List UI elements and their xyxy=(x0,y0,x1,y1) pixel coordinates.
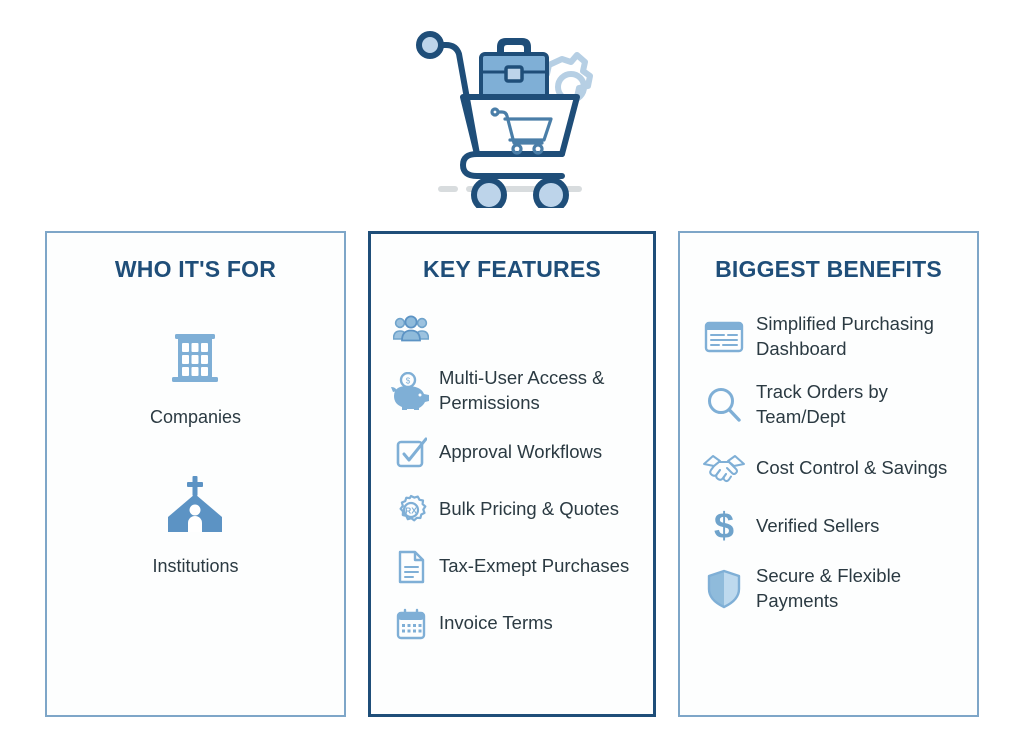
cart-rail xyxy=(459,151,565,179)
handshake-icon xyxy=(698,452,750,484)
column-title-biggest-benefits: BIGGEST BENEFITS xyxy=(715,256,942,282)
rx-gear-icon: RX xyxy=(388,494,434,526)
list-item-label: Track Orders by Team/Dept xyxy=(756,381,888,427)
list-item: Tax-Exmept Purchases xyxy=(388,538,643,595)
church-institution-icon xyxy=(164,474,226,536)
dollar-sign-icon: $ xyxy=(698,507,750,545)
checkbox-check-icon xyxy=(388,437,434,469)
calendar-icon xyxy=(388,608,434,640)
column-key-features: KEY FEATURES xyxy=(368,231,656,717)
list-item: Cost Control & Savings xyxy=(698,439,967,497)
list-item-label: Cost Control & Savings xyxy=(756,456,948,478)
list-item-label: Secure & Flexible Payments xyxy=(756,565,901,611)
list-item-label: Bulk Pricing & Quotes xyxy=(439,498,619,520)
column-biggest-benefits: BIGGEST BENEFITS xyxy=(678,231,979,717)
column-title-key-features: KEY FEATURES xyxy=(423,256,601,282)
infographic-columns: WHO IT'S FOR xyxy=(45,231,979,717)
list-item xyxy=(388,301,643,358)
cart-handle xyxy=(435,42,565,157)
shield-icon xyxy=(698,569,750,609)
hero-illustration xyxy=(0,18,1024,213)
list-item: Companies xyxy=(150,325,241,428)
magnifier-search-icon xyxy=(698,386,750,424)
list-item-label: Companies xyxy=(149,407,242,427)
cart-wheel-left xyxy=(470,177,507,208)
svg-text:$: $ xyxy=(406,377,411,386)
list-item: $ Multi-User Access & Permissions xyxy=(388,358,643,424)
shopping-cart-with-briefcase-and-gear-icon xyxy=(415,31,593,208)
list-item-label: Approval Workflows xyxy=(439,441,603,463)
list-item-label: Multi-User Access & Permissions xyxy=(439,367,605,413)
list-item-label: Institutions xyxy=(152,556,239,576)
list-item-label: Verified Sellers xyxy=(756,514,880,536)
piggy-bank-icon: $ xyxy=(388,372,434,410)
list-item: Secure & Flexible Payments xyxy=(698,555,967,623)
biggest-benefits-list: Simplified Purchasing Dashboard Track Or… xyxy=(680,303,977,623)
list-item: Institutions xyxy=(152,474,239,577)
list-item-label: Invoice Terms xyxy=(439,612,553,634)
svg-text:RX: RX xyxy=(405,505,417,515)
svg-text:$: $ xyxy=(714,507,734,545)
column-title-who-its-for: WHO IT'S FOR xyxy=(114,256,277,282)
key-features-list: $ Multi-User Access & Permissions Approv… xyxy=(371,301,653,652)
column-who-its-for: WHO IT'S FOR xyxy=(45,231,346,717)
dashboard-window-icon xyxy=(698,320,750,354)
who-its-for-list: Companies Institutions xyxy=(47,325,344,577)
list-item-label: Simplified Purchasing Dashboard xyxy=(756,313,934,359)
document-lines-icon xyxy=(388,550,434,584)
list-item: Track Orders by Team/Dept xyxy=(698,371,967,439)
list-item: Approval Workflows xyxy=(388,424,643,481)
briefcase-icon xyxy=(478,38,549,101)
list-item: Invoice Terms xyxy=(388,595,643,652)
list-item: $ Verified Sellers xyxy=(698,497,967,555)
mini-cart-glyph xyxy=(489,107,553,155)
users-group-icon xyxy=(388,315,434,345)
list-item: Simplified Purchasing Dashboard xyxy=(698,303,967,371)
cart-wheel-right xyxy=(532,177,569,208)
list-item: RX Bulk Pricing & Quotes xyxy=(388,481,643,538)
cart-handle-knob xyxy=(415,31,444,59)
office-building-icon xyxy=(168,325,222,387)
list-item-label: Tax-Exmept Purchases xyxy=(439,555,630,577)
